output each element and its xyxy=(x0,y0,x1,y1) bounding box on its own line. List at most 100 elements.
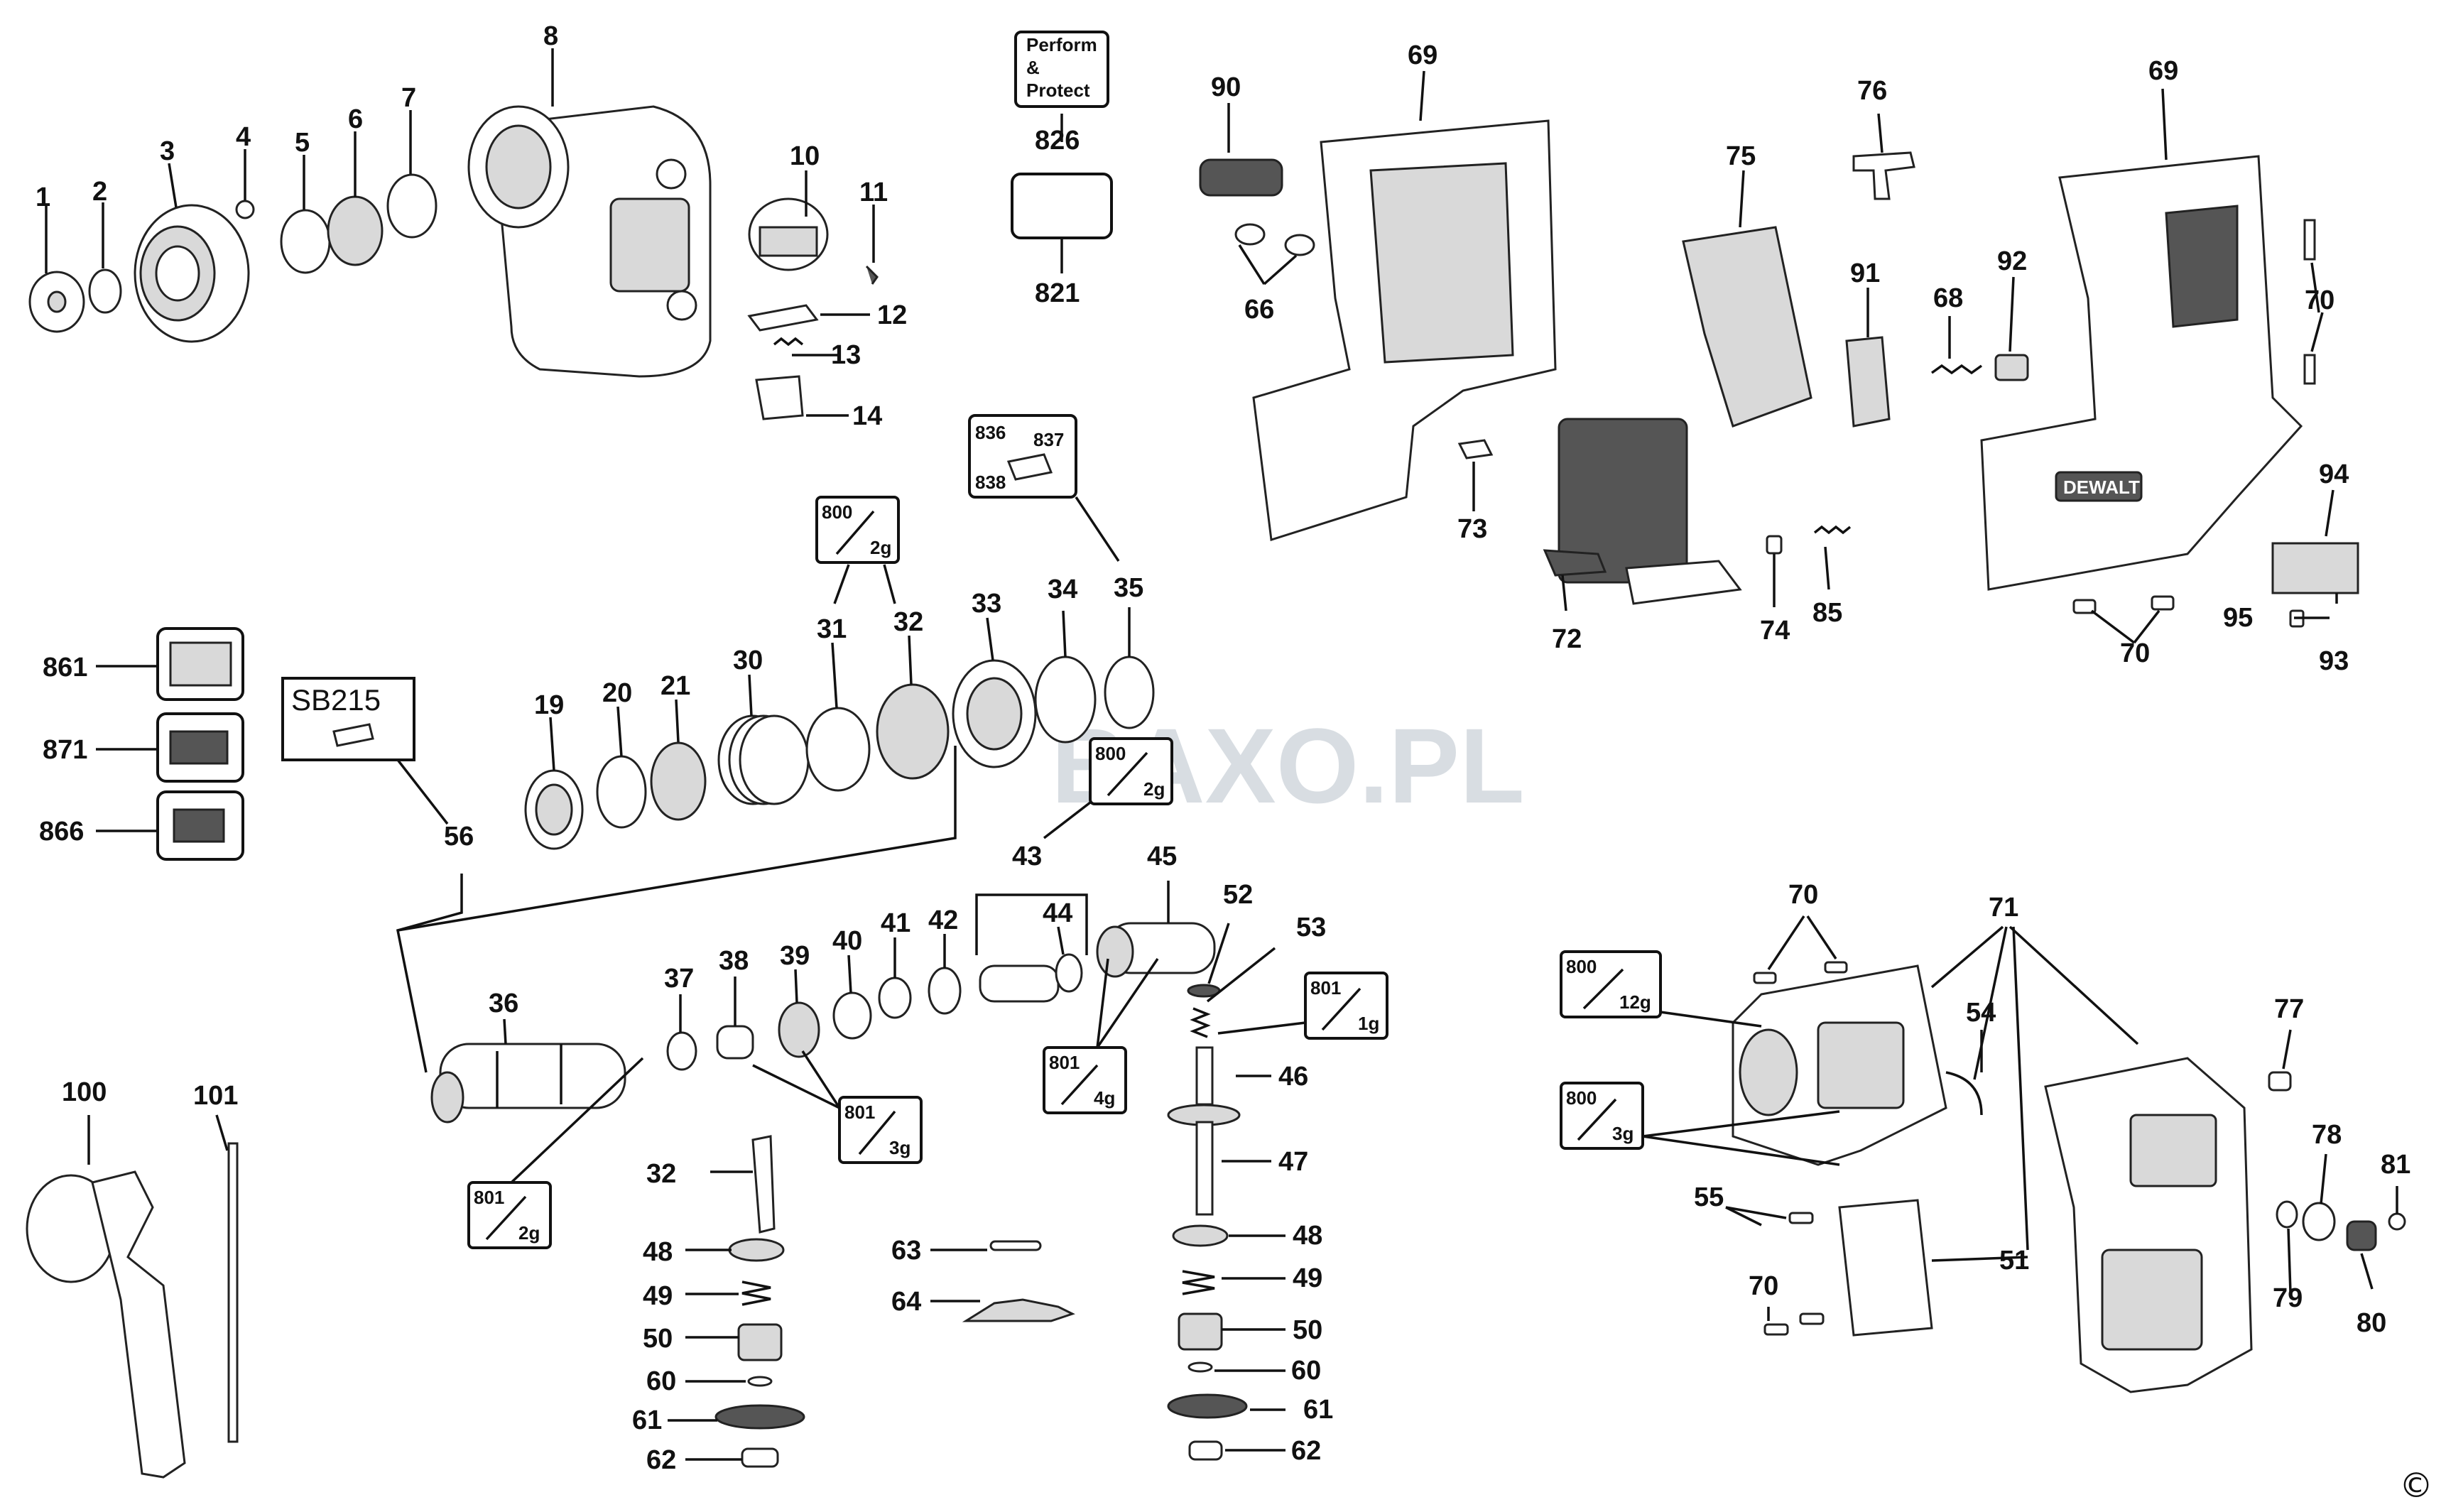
part-70-screw-gear-d xyxy=(1799,1312,1825,1325)
grease-800-12g-code: 800 xyxy=(1566,956,1597,977)
label-101: 101 xyxy=(193,1081,238,1111)
grease-800-3g-qty: 3g xyxy=(1612,1123,1634,1144)
part-41-ring xyxy=(878,977,912,1019)
kit-836-box xyxy=(968,414,1077,499)
label-64: 64 xyxy=(891,1287,921,1317)
label-92: 92 xyxy=(1997,246,2027,276)
part-34-ring xyxy=(1034,656,1097,744)
part-51-housing-cover xyxy=(1838,1199,1933,1337)
part-85-spring xyxy=(1813,525,1852,535)
label-79: 79 xyxy=(2273,1283,2303,1313)
perform-protect-label-box xyxy=(1014,31,1109,108)
part-62-bearing-left xyxy=(741,1447,779,1468)
label-36: 36 xyxy=(489,989,518,1018)
label-20: 20 xyxy=(602,678,632,708)
label-30: 30 xyxy=(733,646,763,675)
part-10-selector xyxy=(748,197,829,271)
part-81-screw xyxy=(2388,1212,2406,1231)
label-38: 38 xyxy=(719,946,749,976)
part-61-gear-right xyxy=(1167,1393,1248,1419)
part-5-sleeve xyxy=(280,209,331,274)
label-62-left: 62 xyxy=(646,1445,676,1475)
label-821-box xyxy=(1011,173,1113,239)
label-1: 1 xyxy=(36,183,50,212)
label-94: 94 xyxy=(2319,459,2349,489)
part-62-bearing-right xyxy=(1188,1440,1223,1461)
protect-text: Protect xyxy=(1026,80,1090,101)
part-1-cap xyxy=(28,271,85,333)
label-861: 861 xyxy=(43,653,87,682)
label-42: 42 xyxy=(928,905,958,935)
part-71-gear-housing-left xyxy=(1732,964,1947,1166)
grease-800-12g-qty: 12g xyxy=(1619,991,1651,1013)
part-80-nut xyxy=(2346,1220,2377,1251)
part-31-sleeve xyxy=(805,707,871,792)
label-8: 8 xyxy=(543,21,558,51)
part-73-bracket xyxy=(1457,439,1494,459)
sb215-box xyxy=(281,677,415,761)
label-12: 12 xyxy=(877,300,907,330)
label-44: 44 xyxy=(1043,898,1072,928)
part-49-spring-right xyxy=(1182,1270,1215,1295)
label-43: 43 xyxy=(1012,842,1042,871)
label-33: 33 xyxy=(972,589,1001,619)
part-14-clip xyxy=(755,375,804,420)
grease-800-mid-code: 800 xyxy=(1095,743,1126,764)
grease-801-1g-code: 801 xyxy=(1310,977,1341,999)
accessory-871-battery xyxy=(156,712,244,783)
label-32-lower: 32 xyxy=(646,1159,676,1189)
brand-logo-text: DEWALT xyxy=(2063,477,2140,498)
grease-box-800-12g xyxy=(1560,950,1662,1018)
grease-800-mid-qty: 2g xyxy=(1143,778,1165,800)
label-71: 71 xyxy=(1989,893,2018,923)
part-3-collar xyxy=(134,204,250,343)
grease-801-4g-code: 801 xyxy=(1049,1052,1080,1073)
part-33-bearing xyxy=(952,659,1037,768)
part-77-plug xyxy=(2268,1071,2292,1092)
part-69-right-housing: DEWALT xyxy=(1980,155,2303,591)
part-48-bearing-left xyxy=(728,1238,785,1262)
part-49-spring-left xyxy=(741,1280,771,1306)
part-32-bevel-gear xyxy=(876,683,950,780)
part-91-switch xyxy=(1845,336,1891,428)
part-78-ring xyxy=(2302,1202,2336,1241)
label-7: 7 xyxy=(401,83,416,113)
label-11: 11 xyxy=(859,178,888,207)
grease-801-3g-qty: 3g xyxy=(889,1137,911,1158)
label-836: 836 xyxy=(975,422,1006,443)
part-92-button xyxy=(1994,354,2029,381)
label-14: 14 xyxy=(852,401,882,431)
part-39-ring xyxy=(778,1001,820,1058)
part-54-clip xyxy=(1945,1071,1983,1116)
part-70-screw-gear-b xyxy=(1824,961,1848,974)
part-45-tube xyxy=(1096,922,1216,978)
part-100-side-handle xyxy=(26,1170,186,1479)
part-70-screw-br xyxy=(2151,595,2175,611)
part-19-bearing xyxy=(524,769,584,850)
part-11-screw xyxy=(865,265,879,285)
part-60-washer-left xyxy=(747,1376,773,1387)
amp-text: & xyxy=(1026,57,1040,78)
part-72-terminal xyxy=(1543,549,1607,577)
label-49-right: 49 xyxy=(1293,1263,1322,1293)
label-37: 37 xyxy=(664,964,694,994)
part-70-screw-top xyxy=(2303,219,2316,261)
part-7-ring xyxy=(386,173,437,239)
label-70-bottom: 70 xyxy=(2120,638,2150,668)
part-20-ring xyxy=(596,755,647,829)
grease-801-1g-qty: 1g xyxy=(1358,1013,1379,1034)
label-837: 837 xyxy=(1033,429,1064,450)
label-51: 51 xyxy=(1999,1246,2029,1276)
perform-text: Perform xyxy=(1026,34,1097,55)
label-3: 3 xyxy=(160,136,175,166)
label-91: 91 xyxy=(1850,259,1880,288)
label-90: 90 xyxy=(1211,72,1241,102)
accessory-866-charger xyxy=(156,790,244,861)
label-69-right: 69 xyxy=(2148,56,2178,86)
part-30-spring xyxy=(717,714,810,805)
label-35: 35 xyxy=(1114,573,1143,603)
label-41: 41 xyxy=(881,908,911,938)
accessory-861-case xyxy=(156,627,244,701)
